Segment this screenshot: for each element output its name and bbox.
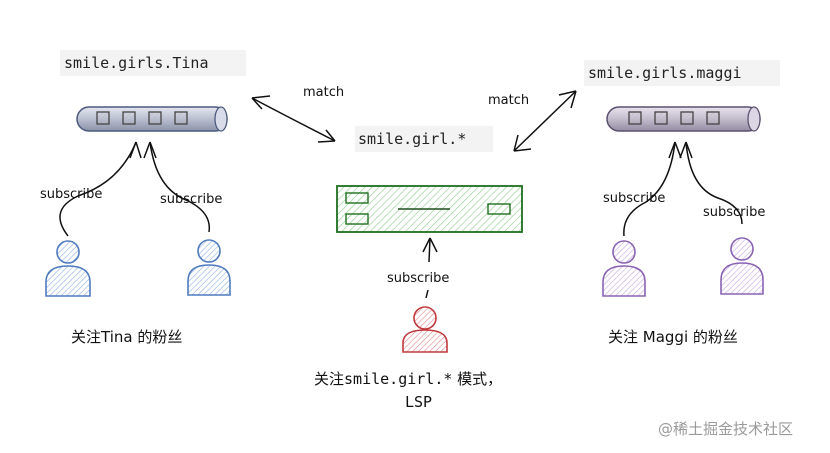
channel-pipe-tina	[76, 106, 228, 132]
match-arrow-left	[251, 95, 336, 143]
match-label-right: match	[488, 93, 529, 108]
user-icon-pattern-fan	[402, 306, 448, 353]
watermark: @稀土掘金技术社区	[658, 420, 793, 438]
subscribe-label-tina-1: subscribe	[40, 187, 102, 202]
channel-pipe-maggi	[606, 106, 761, 132]
topic-label-bg-pattern	[355, 126, 493, 152]
topic-label-tina: smile.girls.Tina	[64, 54, 209, 72]
topic-label-pattern: smile.girl.*	[358, 130, 466, 148]
subscribe-arrow-tina-2	[143, 141, 211, 233]
caption-pattern-fan-line2: LSP	[405, 393, 432, 411]
subscribe-arrow-maggi-2	[679, 141, 743, 225]
pattern-box	[336, 185, 523, 233]
subscribe-label-center: subscribe	[387, 271, 449, 286]
caption-tina-fans: 关注Tina 的粉丝	[71, 328, 182, 346]
topic-label-bg-tina	[60, 50, 246, 76]
user-icon-maggi-fan-1	[602, 240, 646, 297]
topic-label-maggi: smile.girls.maggi	[588, 64, 742, 82]
subscribe-label-tina-2: subscribe	[160, 192, 222, 207]
match-arrow-right	[513, 90, 577, 152]
user-icon-tina-fan-2	[187, 239, 231, 296]
subscribe-label-maggi-1: subscribe	[603, 191, 665, 206]
subscribe-arrow-center	[422, 237, 438, 299]
subscribe-label-maggi-2: subscribe	[703, 205, 765, 220]
topic-label-bg-maggi	[584, 60, 780, 86]
caption-pattern-fan-line1: 关注smile.girl.* 模式，	[314, 370, 502, 388]
user-icon-tina-fan-1	[45, 240, 91, 297]
subscribe-arrow-maggi-1	[623, 141, 682, 237]
user-icon-maggi-fan-2	[720, 237, 764, 295]
caption-maggi-fans: 关注 Maggi 的粉丝	[608, 328, 738, 346]
subscribe-arrow-tina-1	[59, 141, 142, 237]
match-label-left: match	[303, 85, 344, 100]
